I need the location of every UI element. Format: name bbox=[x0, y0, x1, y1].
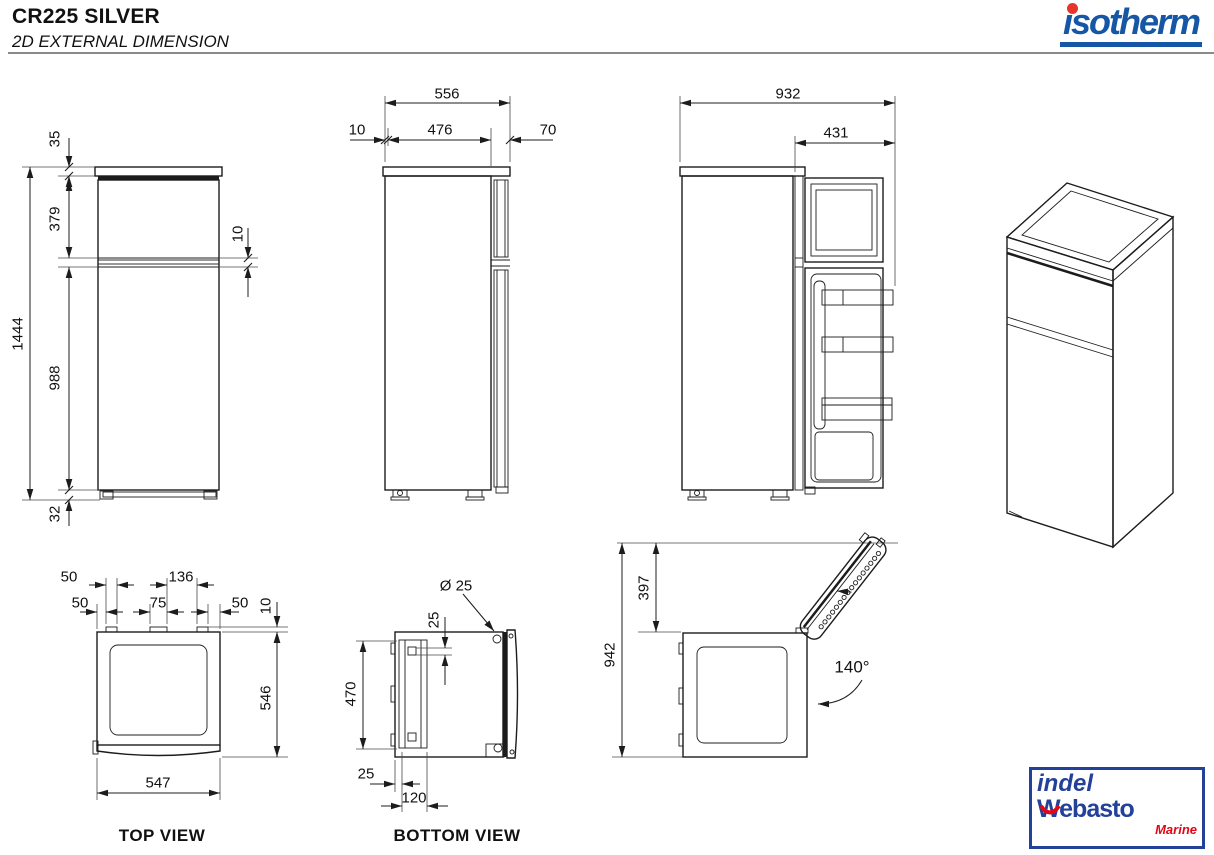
dim-rail-width: 120 bbox=[401, 790, 426, 807]
dim-rear-clearance: 10 bbox=[349, 122, 366, 139]
marine-logo-text: Marine bbox=[1155, 822, 1197, 837]
title-block: CR225 SILVER 2D EXTERNAL DIMENSION bbox=[12, 5, 229, 52]
dim-total-depth: 556 bbox=[434, 86, 459, 103]
isotherm-logo-text: isotherm bbox=[1062, 1, 1201, 42]
dim-top-depth: 546 bbox=[258, 685, 275, 710]
dim-tab-width: 50 bbox=[61, 569, 78, 586]
dim-swing-door: 397 bbox=[636, 575, 653, 600]
dim-freezer-height: 379 bbox=[47, 206, 64, 231]
dim-hole-diameter: Ø 25 bbox=[440, 578, 473, 595]
bottom-view-label: BOTTOM VIEW bbox=[393, 826, 521, 845]
dim-rail-offset: 25 bbox=[358, 766, 375, 783]
page-subtitle: 2D EXTERNAL DIMENSION bbox=[12, 32, 229, 51]
page-title: CR225 SILVER bbox=[12, 5, 160, 28]
dim-cap-height: 35 bbox=[47, 131, 64, 148]
indel-webasto-logo: indel Webasto Marine bbox=[1029, 767, 1205, 849]
header-divider bbox=[8, 52, 1214, 54]
front-view: 1444 35 379 988 32 10 bbox=[10, 131, 258, 526]
dim-depth-door-open: 932 bbox=[775, 86, 800, 103]
dim-total-height: 1444 bbox=[10, 317, 27, 350]
dim-tab-mid: 75 bbox=[150, 595, 167, 612]
dim-hole-offset: 25 bbox=[426, 612, 443, 629]
isometric-view bbox=[1005, 182, 1175, 549]
dim-tab-gap: 136 bbox=[168, 569, 193, 586]
dim-swing-angle: 140° bbox=[834, 658, 869, 677]
isotherm-logo: isotherm bbox=[1059, 1, 1202, 47]
open-door-view: 932 431 bbox=[679, 86, 896, 501]
dim-feet-height: 32 bbox=[47, 506, 64, 523]
dim-body-depth: 476 bbox=[427, 122, 452, 139]
top-view-label: TOP VIEW bbox=[118, 826, 206, 845]
dim-top-width: 547 bbox=[145, 775, 170, 792]
dim-door-depth: 70 bbox=[540, 122, 557, 139]
dim-swing-total: 942 bbox=[602, 642, 619, 667]
open-door-140 bbox=[799, 532, 887, 640]
indel-logo-text: indel bbox=[1037, 770, 1094, 797]
door-swing-view: 942 397 bbox=[602, 532, 898, 758]
isotherm-dot-icon bbox=[1066, 3, 1078, 14]
dim-fridge-height: 988 bbox=[47, 365, 64, 390]
dim-edge-right: 50 bbox=[232, 595, 249, 612]
dim-lip: 10 bbox=[258, 598, 275, 615]
webasto-logo-text: Webasto bbox=[1037, 795, 1135, 823]
dim-rail-length: 470 bbox=[343, 681, 360, 706]
dim-door-gap: 10 bbox=[230, 226, 247, 243]
top-view: 50 136 50 75 50 10 546 547 bbox=[61, 569, 288, 800]
dim-edge-left: 50 bbox=[72, 595, 89, 612]
bottom-view: Ø 25 25 470 25 120 bbox=[343, 578, 519, 812]
dim-door-projection: 431 bbox=[823, 125, 848, 142]
webasto-w-arc-icon bbox=[1039, 804, 1061, 815]
side-view: 556 10 476 70 bbox=[349, 86, 557, 501]
